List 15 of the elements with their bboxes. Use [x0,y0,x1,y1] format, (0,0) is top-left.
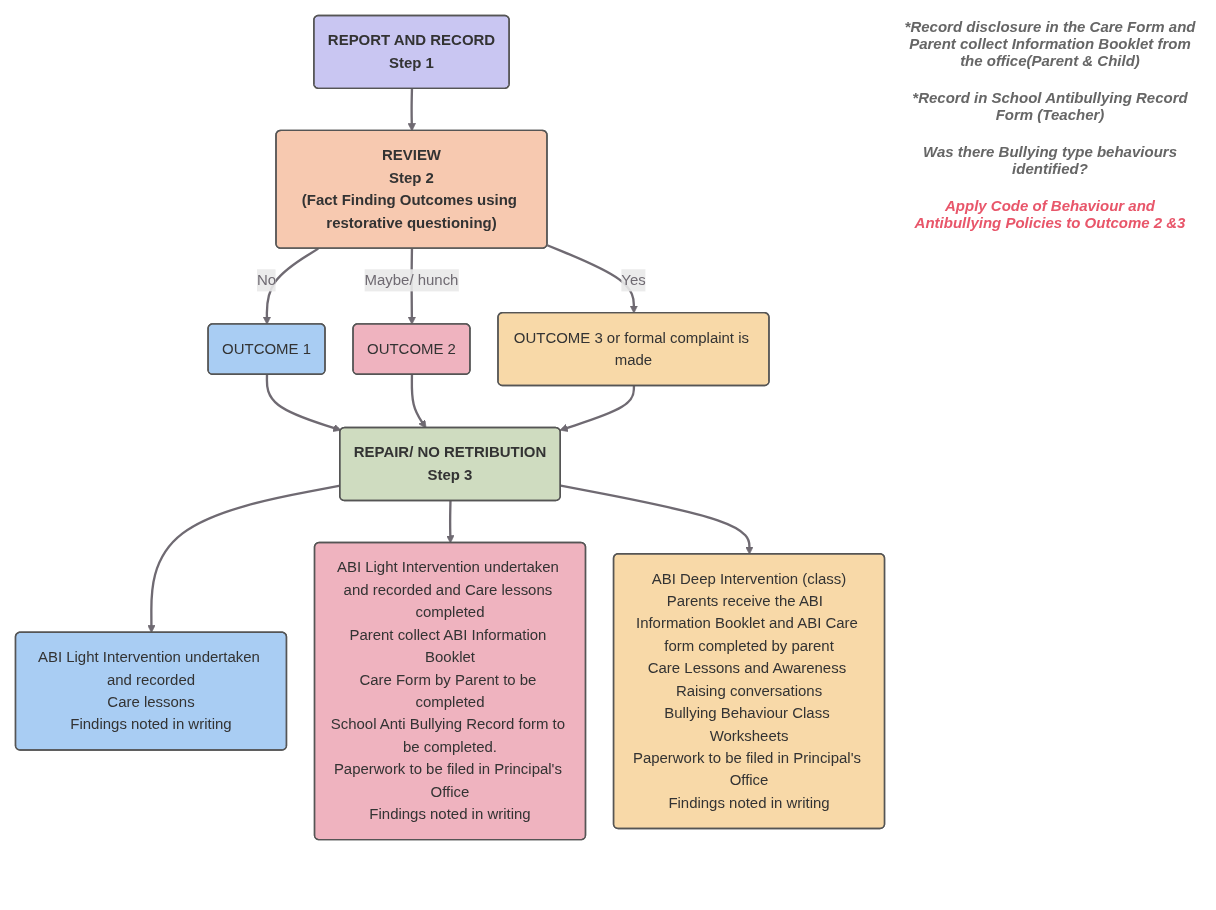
arrow [560,484,754,555]
arrow [265,374,342,432]
arrow [446,500,455,544]
edge-label: Maybe/ hunch [364,271,459,288]
note-text: Was there Bullying type behaviours identified? [922,143,1178,177]
arrow [262,247,319,325]
edge-label: Yes [621,271,646,288]
arrow [546,244,638,314]
arrow [410,374,427,429]
arrow [559,385,636,432]
arrow [407,88,416,132]
note-text: Apply Code of Behaviour and Antibullying Policies to Outcome 2 &3 [913,197,1187,231]
edge-label: No [256,271,277,288]
note-text: *Record in School Antibullying Record Form (Teacher) [911,89,1189,123]
note-text: *Record disclosure in the Care Form and Parent collect Information Booklet from the office(Parent & Child) [903,18,1197,69]
